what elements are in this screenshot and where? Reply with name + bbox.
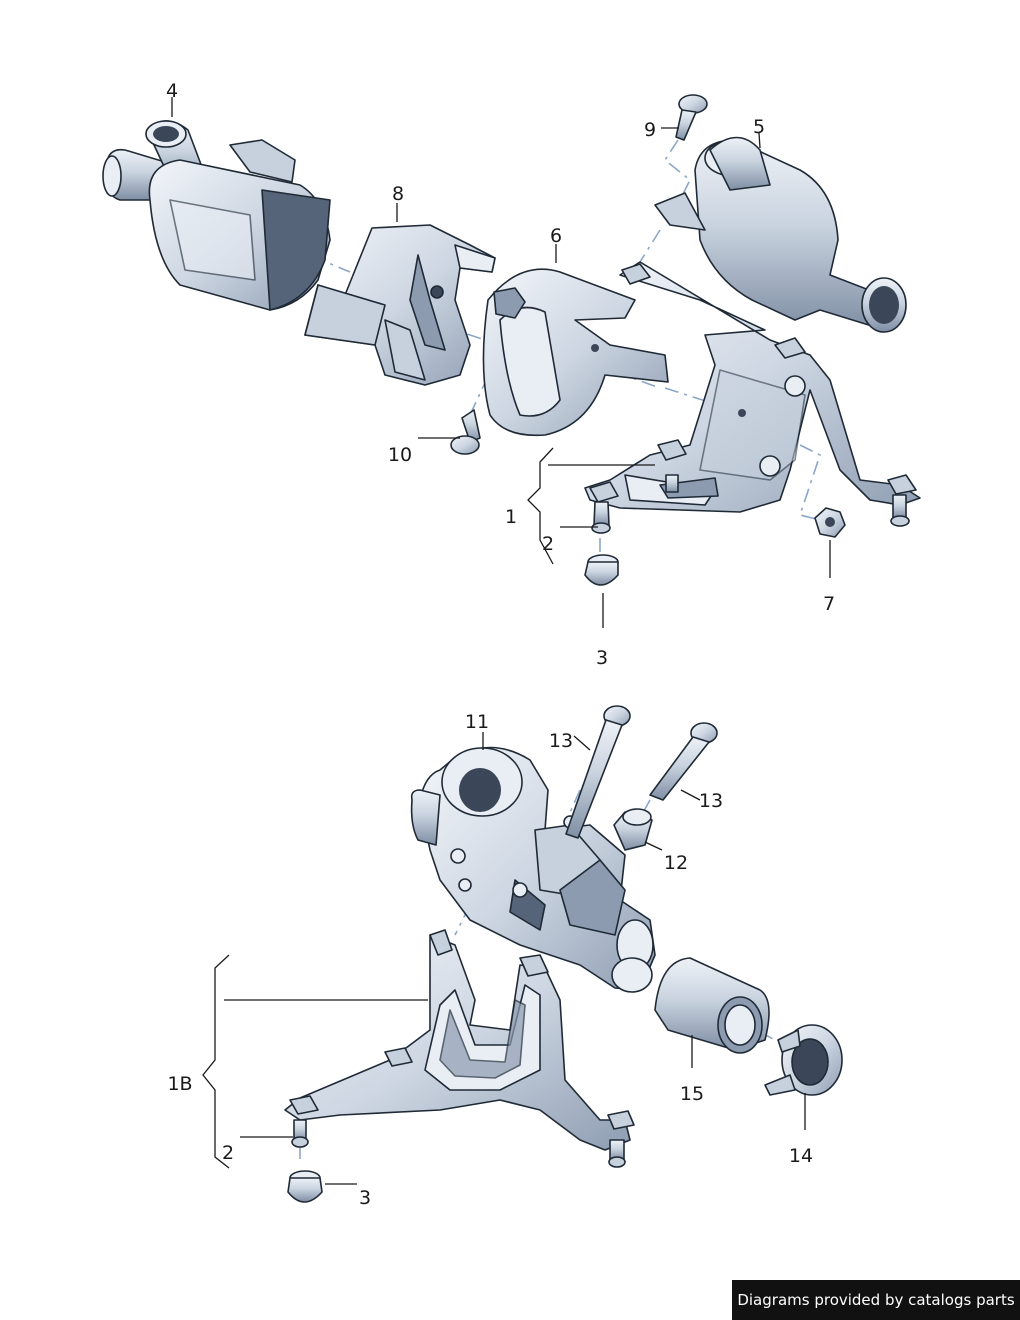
mounting-bracket-part-1B: [284, 929, 635, 1168]
rubber-buffer-part-3-lower: [287, 1170, 323, 1203]
credit-footer: Diagrams provided by catalogs parts: [732, 1280, 1020, 1320]
callout-8: 8: [392, 183, 404, 205]
bushing-part-12: [613, 808, 653, 851]
callout-9: 9: [644, 119, 656, 141]
rubber-buffer-part-3: [584, 554, 619, 586]
long-screw-part-13-right: [649, 722, 718, 801]
callout-13-left: 13: [549, 730, 573, 752]
bracket-nuts: [589, 263, 917, 503]
callout-2: 2: [542, 533, 554, 555]
mounting-bracket-part-1: [584, 261, 921, 534]
callout-7: 7: [823, 593, 835, 615]
callout-1: 1: [505, 506, 517, 528]
lower-assembly: [202, 705, 843, 1203]
screw-part-9: [675, 94, 708, 141]
hose-connector-part-5: [654, 136, 907, 333]
callout-11: 11: [465, 711, 489, 733]
hose-clamp-part-14: [764, 1024, 843, 1096]
callout-3-lower: 3: [359, 1187, 371, 1209]
callout-10: 10: [388, 444, 412, 466]
retaining-strap-part-6: [482, 268, 669, 437]
callout-12: 12: [664, 852, 688, 874]
upper-leader-lines: [171, 97, 831, 628]
valve-body-part-11: [410, 746, 656, 993]
nut-part-7: [814, 507, 846, 538]
callout-labels: 4 8 9 5 6 10 1 2 7 3 11 13 13 12 1B 2 15…: [166, 80, 835, 1209]
screw-part-10: [450, 409, 481, 455]
callout-2-lower: 2: [222, 1142, 234, 1164]
callout-15: 15: [680, 1083, 704, 1105]
sleeve-part-15: [654, 957, 770, 1054]
coolant-pump-part-4: [102, 120, 331, 311]
callout-5: 5: [753, 116, 765, 138]
clamp-bracket-part-8: [304, 224, 496, 386]
callout-1B: 1B: [167, 1073, 192, 1095]
callout-13-right: 13: [699, 790, 723, 812]
callout-6: 6: [550, 225, 562, 247]
upper-assembly: [102, 94, 921, 628]
callout-14: 14: [789, 1145, 813, 1167]
callout-3: 3: [596, 647, 608, 669]
lower-leader-lines: [202, 732, 806, 1185]
long-screw-part-13-left: [565, 705, 631, 839]
callout-4: 4: [166, 80, 178, 102]
